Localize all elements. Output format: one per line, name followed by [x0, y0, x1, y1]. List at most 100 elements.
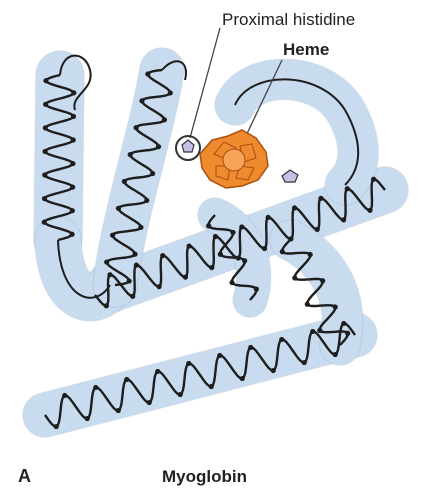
residue-dot-0: [53, 423, 59, 430]
residue-dot-24: [156, 284, 162, 290]
residue-dot-11: [217, 352, 223, 359]
residue-dot-2: [84, 415, 90, 422]
residue-dot-74: [292, 275, 298, 281]
residue-dot-32: [261, 245, 268, 252]
residue-dot-6: [146, 399, 152, 406]
residue-dot-80: [206, 223, 212, 229]
residue-dot-61: [155, 144, 162, 150]
residue-dot-63: [150, 170, 156, 177]
residue-dot-58: [139, 98, 145, 104]
residue-dot-62: [127, 151, 133, 158]
residue-dot-8: [177, 391, 183, 398]
residue-dot-28: [209, 264, 215, 271]
loop-backbone: [234, 78, 360, 186]
leader-line-histidine: [189, 27, 221, 139]
residue-dot-12: [239, 375, 245, 382]
residue-dot-68: [109, 232, 116, 238]
figure-title: Myoglobin: [162, 467, 247, 486]
loop-backbone: [161, 60, 187, 81]
residue-dot-84: [229, 279, 235, 286]
residue-dot-35: [291, 205, 298, 211]
residue-dot-82: [217, 251, 223, 257]
helix-tubes: [23, 48, 408, 437]
residue-dot-79: [345, 330, 351, 336]
residue-dot-53: [69, 208, 75, 214]
label-proximal-histidine: Proximal histidine: [222, 10, 356, 29]
residue-dot-14: [270, 367, 276, 374]
residue-dot-16: [301, 359, 307, 366]
residue-dots: [41, 71, 377, 430]
residue-dot-73: [307, 251, 313, 258]
residue-dot-18: [332, 351, 338, 358]
residue-dot-51: [70, 184, 76, 190]
residue-dot-64: [121, 178, 127, 185]
residue-dot-67: [138, 224, 144, 230]
residue-dot-48: [42, 148, 48, 155]
helix-backbone: [105, 68, 172, 287]
residue-dot-65: [144, 197, 150, 204]
residue-dot-40: [367, 207, 373, 213]
residue-dot-27: [186, 243, 192, 249]
loop-backbone: [57, 239, 111, 299]
residue-dot-5: [124, 376, 130, 383]
residue-dot-85: [253, 286, 259, 292]
residue-dot-31: [239, 224, 245, 230]
residue-dot-75: [320, 278, 326, 284]
residue-dot-57: [167, 90, 173, 96]
label-heme: Heme: [283, 40, 330, 59]
residue-dot-33: [265, 214, 271, 221]
residue-dot-4: [115, 407, 121, 414]
polypeptide-backbone: [42, 54, 386, 428]
leader-line-heme: [243, 59, 283, 141]
residue-dot-56: [145, 71, 151, 77]
helix-tube-h: [198, 198, 271, 317]
residue-dot-52: [41, 195, 48, 202]
residue-dot-23: [133, 262, 139, 268]
residue-dot-22: [130, 293, 136, 299]
residue-dot-9: [186, 360, 192, 367]
residue-dot-41: [371, 176, 377, 182]
residue-dot-46: [42, 125, 48, 131]
residue-dot-26: [182, 274, 189, 280]
residue-dot-37: [318, 195, 324, 201]
residue-dot-59: [161, 117, 168, 123]
residue-dot-25: [160, 252, 166, 259]
residue-dot-17: [310, 328, 316, 335]
residue-dot-1: [62, 392, 68, 399]
residue-dot-76: [304, 301, 310, 307]
residue-dot-47: [70, 137, 76, 143]
residue-dot-44: [43, 101, 49, 107]
residue-dot-69: [132, 251, 138, 257]
helix-backbone: [281, 239, 349, 346]
residue-dot-30: [235, 255, 241, 261]
residue-dot-7: [155, 368, 161, 375]
residue-dot-34: [288, 236, 294, 242]
residue-dot-20: [103, 303, 109, 309]
residue-dot-13: [248, 344, 254, 351]
residue-dot-70: [104, 259, 110, 265]
residue-dot-29: [212, 233, 219, 240]
panel-letter: A: [18, 466, 31, 486]
helix-backbone: [207, 214, 258, 301]
distal-histidine-icon: [281, 169, 299, 183]
heme-porphyrin-icon: [199, 129, 269, 189]
residue-dot-38: [341, 217, 347, 223]
residue-dot-45: [70, 113, 77, 120]
residue-dot-60: [133, 125, 139, 131]
residue-dot-81: [230, 229, 236, 236]
residue-dot-83: [242, 258, 248, 264]
residue-dot-77: [332, 304, 338, 310]
residue-dot-55: [69, 231, 75, 237]
residue-dot-21: [107, 272, 113, 278]
residue-dot-3: [93, 384, 99, 391]
helix-backbone: [44, 322, 356, 428]
residue-dot-19: [341, 320, 347, 327]
helix-backbone: [42, 73, 76, 242]
residue-dot-39: [344, 186, 350, 192]
helix-backbone: [94, 177, 386, 308]
residue-dot-71: [126, 278, 132, 284]
residue-dot-72: [279, 249, 285, 255]
residue-dot-78: [317, 327, 323, 334]
loop-backbone: [59, 54, 92, 111]
